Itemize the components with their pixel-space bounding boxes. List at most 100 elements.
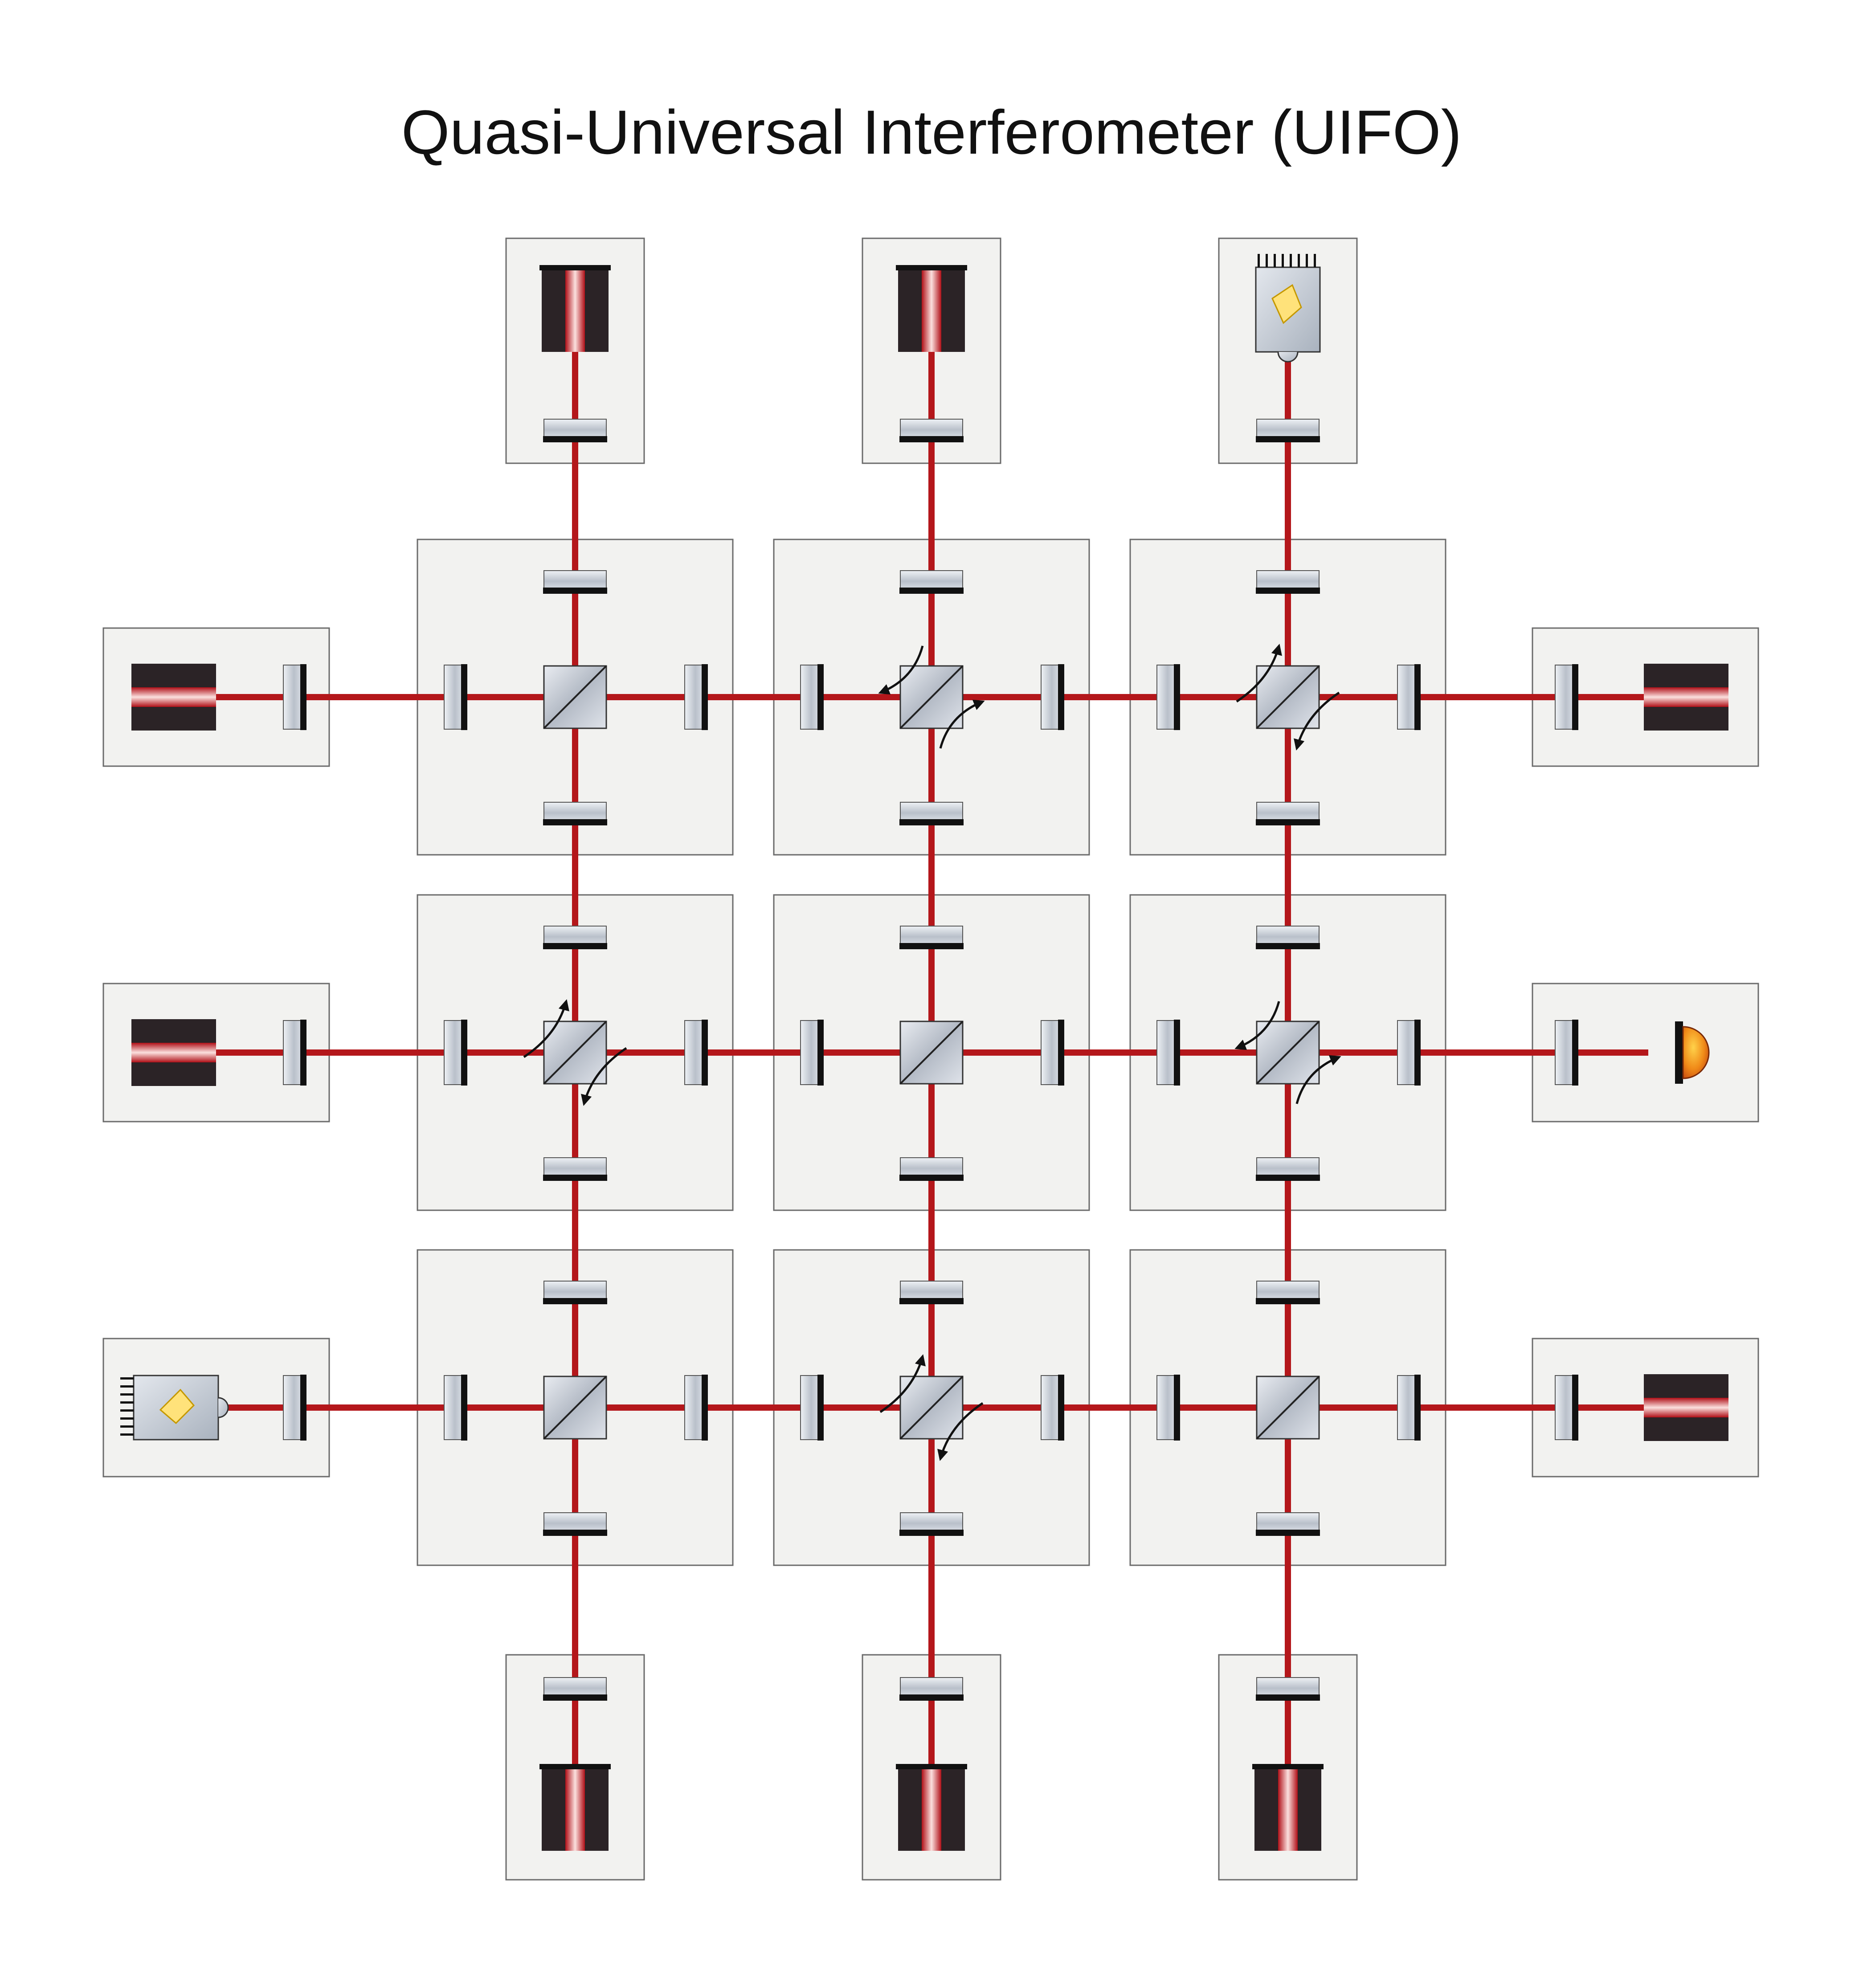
cell-mirror-right-r1-c2-edge xyxy=(1414,1020,1421,1086)
port-mirror-left-0-edge xyxy=(300,664,306,730)
port-mirror-right-1 xyxy=(1555,1020,1578,1086)
port-mirror-bottom-1 xyxy=(899,1677,964,1701)
cell-mirror-left-r1-c2 xyxy=(1156,1020,1180,1086)
cell-mirror-right-r0-c1-edge xyxy=(1058,664,1064,730)
cell-mirror-right-r1-c1 xyxy=(1041,1020,1064,1086)
port-bottom-2-laser-cavity-icon-core xyxy=(1278,1766,1298,1851)
cell-mirror-top-r1-c0 xyxy=(543,926,607,949)
port-top-2-camera-icon-pin xyxy=(1298,254,1300,267)
beam-splitter-r0-c2-diagonal xyxy=(1256,665,1320,729)
cell-mirror-right-r1-c0 xyxy=(684,1020,708,1086)
beam-splitter-r0-c1 xyxy=(899,665,964,729)
port-left-2-camera-icon-pin xyxy=(120,1393,134,1396)
beam-splitter-r2-c0-diagonal xyxy=(543,1376,607,1440)
cell-mirror-bottom-r2-c0 xyxy=(543,1512,607,1536)
cell-mirror-right-r2-c1 xyxy=(1041,1375,1064,1441)
rotation-arrows-r1-c0-arrow-0 xyxy=(523,999,569,1058)
cell-mirror-left-r0-c1-edge xyxy=(817,664,824,730)
cell-mirror-right-r2-c2 xyxy=(1397,1375,1421,1441)
port-left-2-camera-icon-pin xyxy=(120,1433,134,1436)
port-mirror-right-2-edge xyxy=(1572,1375,1578,1441)
port-mirror-top-0-edge xyxy=(543,436,607,442)
cell-mirror-bottom-r0-c0 xyxy=(543,802,607,825)
diagram-title: Quasi-Universal Interferometer (UIFO) xyxy=(401,97,1462,167)
port-left-2-camera-icon-pin xyxy=(120,1409,134,1412)
cell-mirror-bottom-r0-c0-edge xyxy=(543,819,607,825)
rotation-arrows-r0-c2-arrow-0 xyxy=(1236,644,1282,703)
cell-mirror-top-r2-c2 xyxy=(1256,1281,1320,1304)
cell-mirror-bottom-r2-c1 xyxy=(899,1512,964,1536)
cell-mirror-right-r0-c0 xyxy=(684,664,708,730)
cell-mirror-top-r1-c0-edge xyxy=(543,943,607,949)
cell-mirror-right-r2-c0-edge xyxy=(702,1375,708,1441)
port-top-1-laser-cavity-icon-core xyxy=(922,267,941,352)
port-left-2-camera-icon-crystal xyxy=(159,1388,195,1425)
port-bottom-2-laser-cavity-icon xyxy=(1252,1764,1324,1851)
port-mirror-right-0 xyxy=(1555,664,1578,730)
port-right-0-laser-cavity-icon-core xyxy=(1644,687,1728,707)
port-bottom-1-laser-cavity-icon-core xyxy=(922,1766,941,1851)
cell-mirror-right-r2-c1-edge xyxy=(1058,1375,1064,1441)
port-mirror-right-1-edge xyxy=(1572,1020,1578,1086)
port-bottom-0-laser-cavity-icon-cap xyxy=(539,1764,611,1769)
beam-splitter-r2-c2-diagonal xyxy=(1256,1376,1320,1440)
cell-mirror-top-r1-c1-edge xyxy=(899,943,964,949)
port-right-1-photodetector-icon xyxy=(1675,1021,1710,1084)
beam-splitter-r0-c0 xyxy=(543,665,607,729)
cell-mirror-left-r0-c2 xyxy=(1156,664,1180,730)
port-top-2-camera-icon-crystal xyxy=(1271,284,1302,324)
cell-mirror-left-r2-c2 xyxy=(1156,1375,1180,1441)
cell-mirror-top-r0-c0-edge xyxy=(543,588,607,594)
port-top-1-laser-cavity-icon xyxy=(896,265,967,352)
beam-splitter-r0-c2 xyxy=(1256,665,1320,729)
port-mirror-bottom-0-edge xyxy=(543,1694,607,1701)
cell-mirror-bottom-r1-c0-edge xyxy=(543,1175,607,1181)
cell-mirror-left-r1-c0 xyxy=(444,1020,467,1086)
port-mirror-right-0-edge xyxy=(1572,664,1578,730)
beam-splitter-r2-c2 xyxy=(1256,1376,1320,1440)
cell-mirror-top-r1-c1 xyxy=(899,926,964,949)
port-right-1-photodetector-icon-dome xyxy=(1682,1026,1710,1079)
cell-mirror-right-r1-c0-edge xyxy=(702,1020,708,1086)
cell-mirror-right-r1-c2 xyxy=(1397,1020,1421,1086)
cell-mirror-top-r2-c0-edge xyxy=(543,1298,607,1304)
cell-mirror-top-r0-c1 xyxy=(899,570,964,594)
cell-mirror-bottom-r2-c2-edge xyxy=(1256,1530,1320,1536)
beam-splitter-r1-c2-diagonal xyxy=(1256,1021,1320,1085)
port-left-0-laser-cavity-icon-core xyxy=(131,687,216,707)
port-left-2-camera-icon-lens xyxy=(218,1397,229,1418)
cell-mirror-top-r0-c1-edge xyxy=(899,588,964,594)
rotation-arrows-r0-c2-arrow-1 xyxy=(1294,691,1340,751)
port-mirror-top-2-edge xyxy=(1256,436,1320,442)
port-bottom-1-laser-cavity-icon xyxy=(896,1764,967,1851)
port-right-2-laser-cavity-icon-core xyxy=(1644,1398,1728,1417)
rotation-arrows-r1-c2 xyxy=(1234,1001,1341,1104)
port-mirror-bottom-2-edge xyxy=(1256,1694,1320,1701)
port-top-0-laser-cavity-icon-cap xyxy=(539,265,611,270)
port-top-1-laser-cavity-icon-cap xyxy=(896,265,967,270)
port-left-2-camera-icon xyxy=(120,1375,229,1441)
port-top-2-camera-icon xyxy=(1255,254,1321,363)
cell-mirror-left-r0-c0 xyxy=(444,664,467,730)
port-mirror-top-2 xyxy=(1256,419,1320,442)
cell-mirror-bottom-r0-c1 xyxy=(899,802,964,825)
rotation-arrows-r2-c1 xyxy=(879,1354,984,1461)
port-bottom-0-laser-cavity-icon-core xyxy=(565,1766,585,1851)
port-top-2-camera-icon-pin xyxy=(1258,254,1260,267)
cell-mirror-left-r1-c1-edge xyxy=(817,1020,824,1086)
port-bottom-0-laser-cavity-icon xyxy=(539,1764,611,1851)
cell-mirror-left-r2-c0-edge xyxy=(461,1375,467,1441)
port-mirror-left-1 xyxy=(283,1020,306,1086)
cell-mirror-left-r0-c0-edge xyxy=(461,664,467,730)
rotation-arrows-r1-c0-arrow-1 xyxy=(581,1047,627,1106)
port-top-2-camera-icon-pin xyxy=(1290,254,1292,267)
port-left-2-camera-icon-pin xyxy=(120,1425,134,1428)
port-top-0-laser-cavity-icon-core xyxy=(565,267,585,352)
port-mirror-top-1 xyxy=(899,419,964,442)
cell-mirror-right-r0-c1 xyxy=(1041,664,1064,730)
cell-mirror-left-r1-c2-edge xyxy=(1174,1020,1180,1086)
port-left-2-camera-icon-pin xyxy=(120,1385,134,1388)
cell-mirror-left-r2-c1 xyxy=(800,1375,824,1441)
port-right-2-laser-cavity-icon xyxy=(1644,1374,1728,1441)
